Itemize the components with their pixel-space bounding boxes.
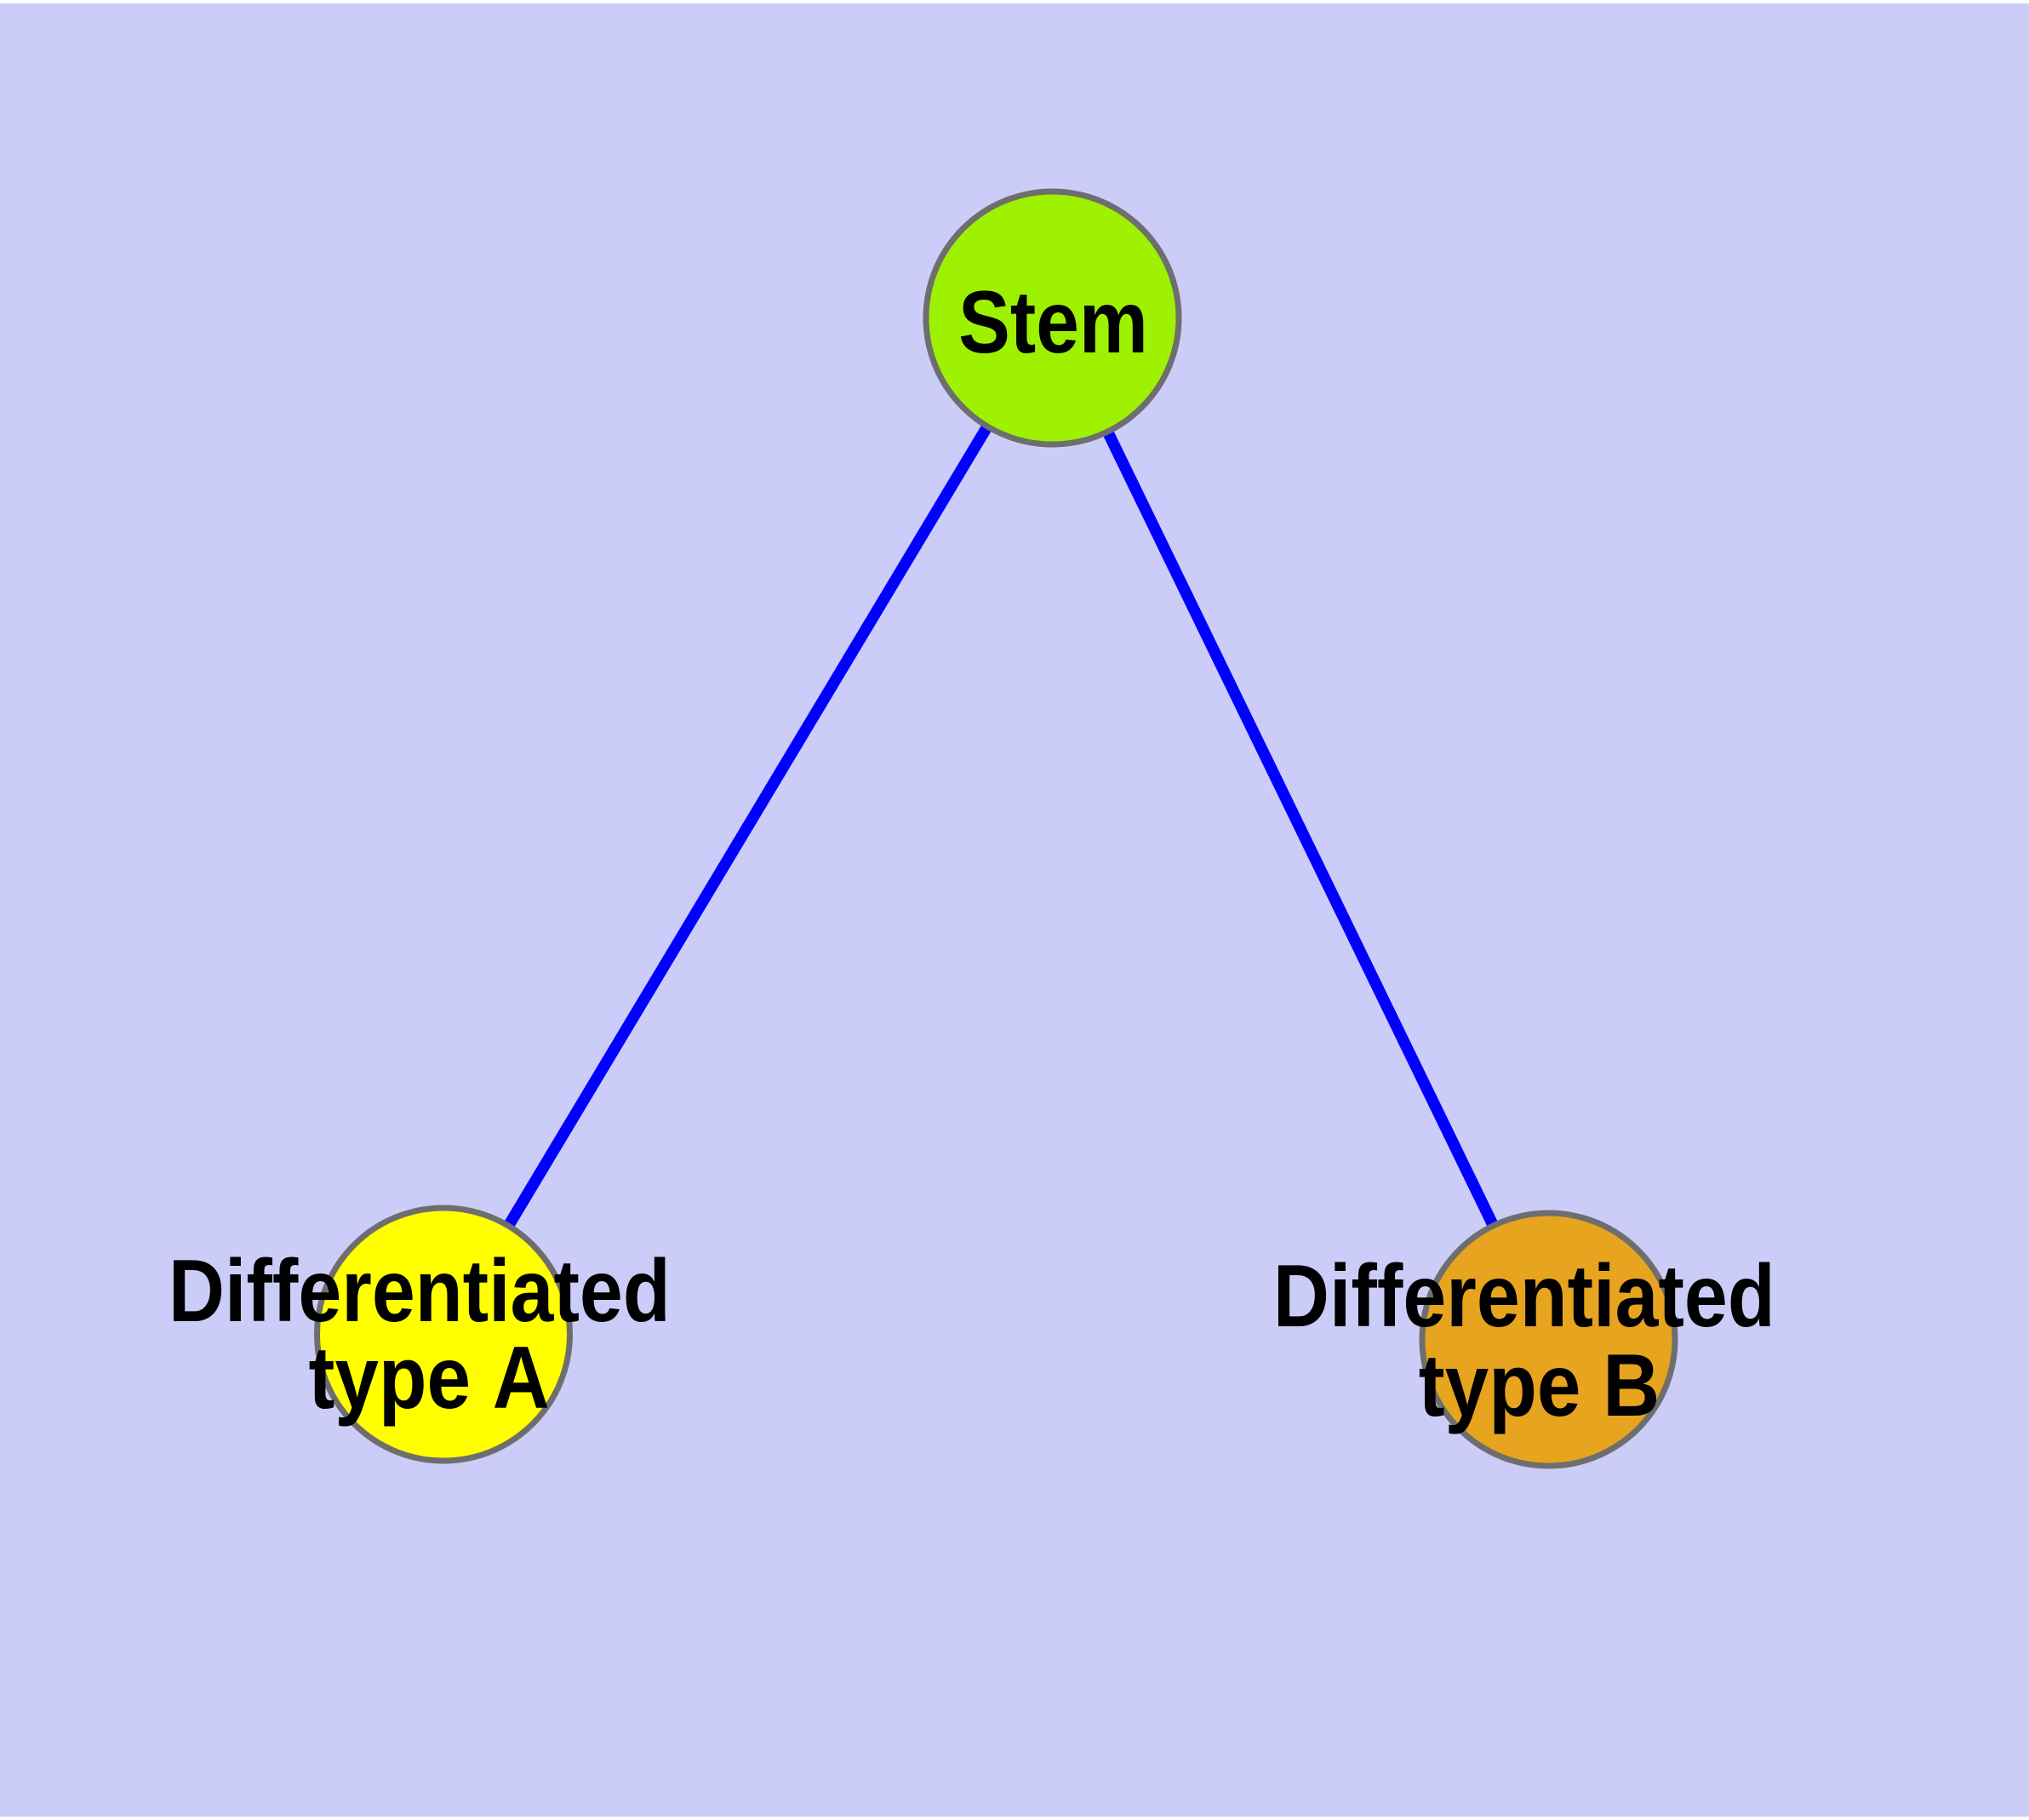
svg-text:Differentiated: Differentiated	[1273, 1247, 1775, 1346]
svg-text:Differentiated: Differentiated	[169, 1242, 671, 1341]
svg-text:type B: type B	[1419, 1336, 1660, 1435]
svg-text:Stem: Stem	[958, 273, 1148, 372]
svg-text:type A: type A	[309, 1329, 550, 1428]
